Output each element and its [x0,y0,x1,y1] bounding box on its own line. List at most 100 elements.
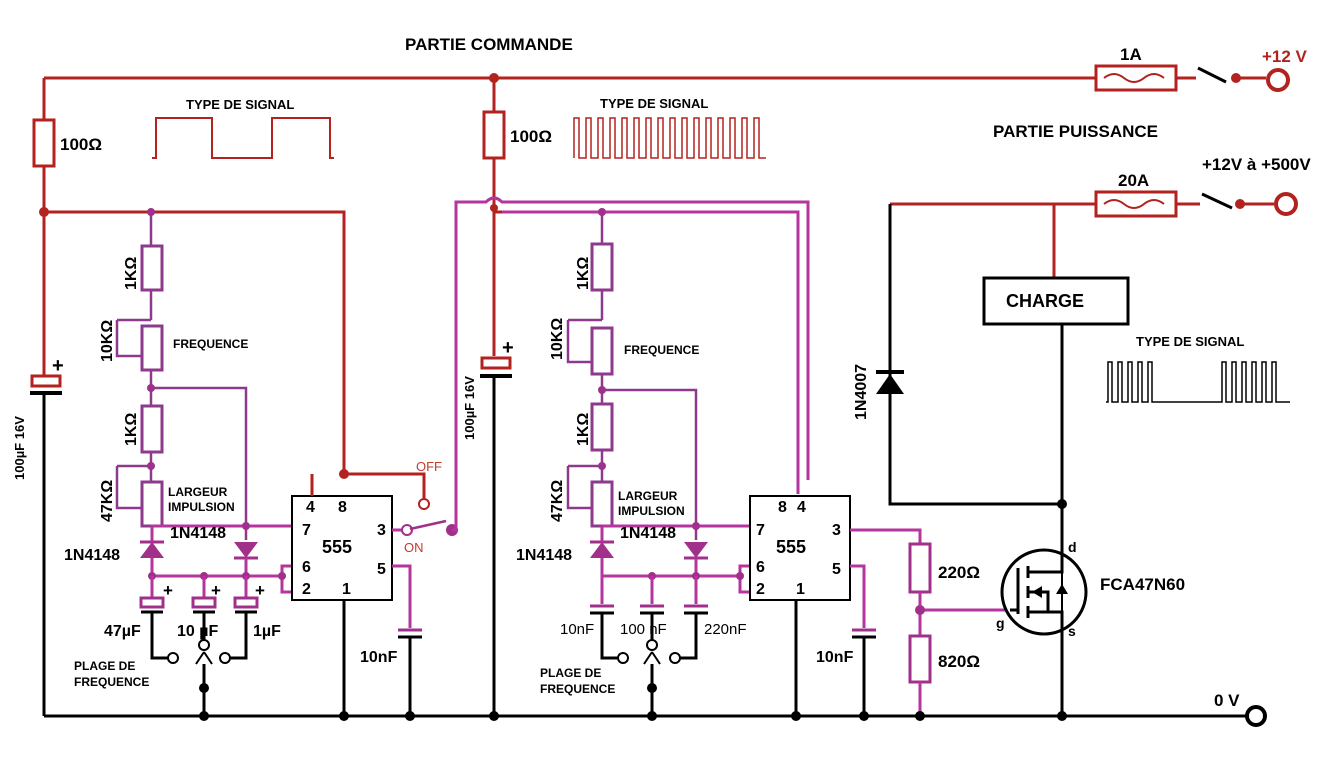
svg-text:10nF: 10nF [816,649,854,666]
mosfet-pin-d: d [1068,539,1077,555]
range-selector-left[interactable] [150,612,248,716]
supply-power-label: +12V à +500V [1202,155,1311,174]
ground-label: 0 V [1214,691,1240,710]
mosfet-label: FCA47N60 [1100,575,1185,594]
svg-text:+: + [211,581,221,600]
resistor-1k-a-right [590,242,614,292]
resistor-1k-b-left [140,404,164,454]
diode-1n4148-right-b [684,542,708,560]
cap-100uf-right-label: 100µF 16V [462,376,477,440]
svg-text:1N4148: 1N4148 [170,525,226,542]
signal-type-label-power: TYPE DE SIGNAL [1136,334,1244,349]
ic-555-left: 4 8 7 3 555 6 5 2 1 [291,495,393,601]
svg-text:1KΩ: 1KΩ [123,413,140,446]
pot-47k-left [140,480,164,528]
resistor-820 [908,634,932,684]
mosfet-fca47n60 [1000,548,1088,636]
pulse-wave-right [573,117,766,159]
svg-text:47KΩ: 47KΩ [99,480,116,522]
svg-text:2: 2 [756,581,765,598]
svg-text:1: 1 [796,581,805,598]
signal-type-label-left: TYPE DE SIGNAL [186,97,294,112]
svg-text:4: 4 [797,499,806,516]
svg-text:5: 5 [377,561,386,578]
switch-on-off[interactable] [392,519,458,536]
pot-47k-right [590,480,614,528]
svg-text:1: 1 [342,581,351,598]
mosfet-pin-g: g [996,615,1005,631]
switch-off-label: OFF [416,459,442,474]
ic-555-left-label: 555 [322,537,352,557]
svg-text:+: + [255,581,265,600]
diode-1n4148-right-a [590,540,614,558]
resistor-100-left [32,118,56,168]
resistor-100-right [482,110,506,160]
resistor-100-right-label: 100Ω [510,127,552,146]
fuse-20a-label: 20A [1118,171,1149,190]
svg-text:FREQUENCE: FREQUENCE [74,675,149,689]
svg-text:220Ω: 220Ω [938,563,980,582]
svg-text:8: 8 [778,499,787,516]
load-charge-label: CHARGE [1006,291,1084,311]
title-partie-commande: PARTIE COMMANDE [405,35,573,54]
mosfet-pin-s: s [1068,623,1076,639]
resistor-220 [908,542,932,594]
diode-1n4007: 1N4007 [853,364,904,420]
fuse-1a: 1A [1094,45,1178,92]
svg-text:LARGEUR: LARGEUR [168,485,228,499]
cap-10uf-label: 10 µF [177,623,218,640]
burst-wave-power [1106,361,1290,403]
title-partie-puissance: PARTIE PUISSANCE [993,122,1158,141]
capacitor-100uf-right: + 100µF 16V [462,337,514,440]
pot-freq-label-left: FREQUENCE [173,337,248,351]
ic-555-right: 8 4 7 3 555 6 5 2 1 [749,495,851,601]
timing-caps-right [590,604,708,615]
signal-type-label-right: TYPE DE SIGNAL [600,96,708,111]
resistor-1k-b-right [590,402,614,452]
cap-220nf-label: 220nF [704,621,747,638]
switch-on-label: ON [404,540,424,555]
capacitor-100uf-left: + 100µF 16V [12,355,64,480]
pot-freq-label-right: FREQUENCE [624,343,699,357]
svg-text:1KΩ: 1KΩ [575,257,592,290]
range-selector-right[interactable] [600,613,698,716]
terminal-ground [1245,705,1267,727]
svg-text:FREQUENCE: FREQUENCE [540,682,615,696]
svg-text:10KΩ: 10KΩ [99,320,116,362]
cap-10nf-ctrl-left [398,628,422,639]
svg-text:+: + [502,337,514,359]
terminal-power [1274,192,1298,216]
svg-text:3: 3 [832,522,841,539]
square-wave-left [152,117,334,159]
pulse-wave-path [573,117,766,159]
svg-text:PLAGE DE: PLAGE DE [74,659,135,673]
svg-text:6: 6 [302,559,311,576]
svg-text:820Ω: 820Ω [938,652,980,671]
svg-text:1N4148: 1N4148 [516,547,572,564]
supply-rail-12v [42,73,1266,212]
cap-47uf-label: 47µF [104,623,141,640]
load-charge: CHARGE [982,276,1130,326]
svg-text:IMPULSION: IMPULSION [618,504,685,518]
svg-text:LARGEUR: LARGEUR [618,489,678,503]
switch-12v[interactable] [1197,66,1241,84]
svg-text:IMPULSION: IMPULSION [168,500,235,514]
svg-text:10nF: 10nF [360,649,398,666]
switch-power[interactable] [1201,192,1245,210]
svg-text:5: 5 [832,561,841,578]
svg-text:4: 4 [306,499,315,516]
svg-text:1N4148: 1N4148 [64,547,120,564]
svg-text:47KΩ: 47KΩ [549,480,566,522]
cap-10nf-label: 10nF [560,621,594,638]
svg-text:3: 3 [377,522,386,539]
cap-10nf-ctrl-right [852,628,876,639]
svg-text:1N4007: 1N4007 [853,364,870,420]
ic-555-right-label: 555 [776,537,806,557]
pot-10k-left [140,324,164,372]
cap-100nf-label: 100 nF [620,621,667,638]
ground-junctions [199,711,1067,721]
cap-1uf-label: 1µF [253,623,281,640]
pot-10k-right [590,326,614,376]
svg-text:10KΩ: 10KΩ [549,318,566,360]
